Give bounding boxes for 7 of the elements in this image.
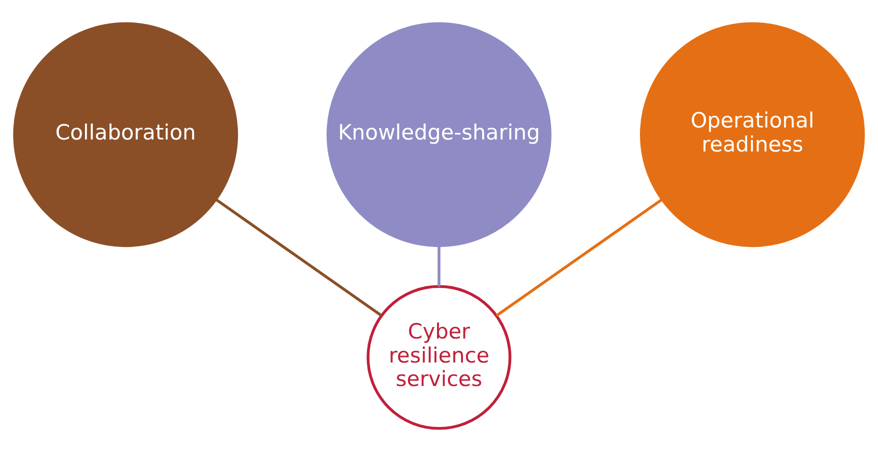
node-circle: Cyber resilience services (366, 285, 512, 430)
connector (496, 198, 663, 317)
node-circle: Operational readiness (640, 22, 865, 248)
node-circle: Knowledge-sharing (326, 22, 552, 248)
connector (438, 246, 440, 286)
node-circle: Collaboration (13, 22, 238, 248)
connector (215, 198, 382, 317)
